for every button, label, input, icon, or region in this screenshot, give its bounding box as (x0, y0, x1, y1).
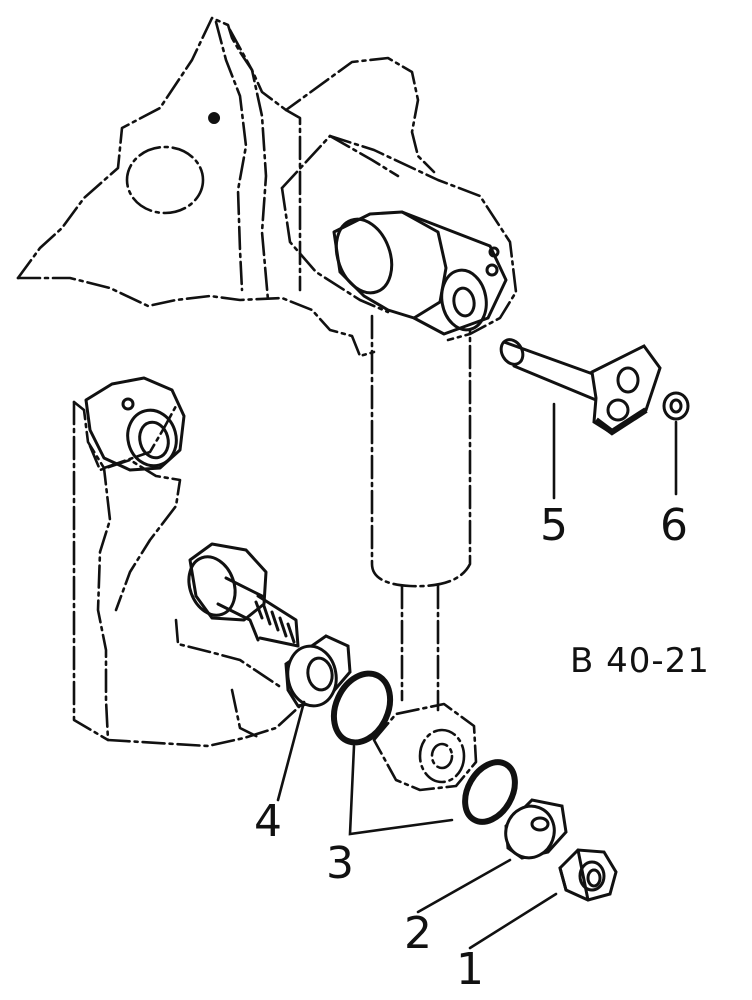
callout-6: 6 (660, 500, 688, 551)
cylinder-phantom (370, 314, 478, 792)
pin-with-plate-part-5 (499, 338, 662, 436)
o-ring-part-3-lower (462, 759, 518, 825)
callout-4: 4 (254, 796, 282, 847)
lower-bracket-phantom (72, 400, 322, 748)
threaded-stud (187, 542, 300, 648)
hex-nut-part-1 (558, 848, 618, 902)
clevis-end (332, 210, 508, 336)
leader-4 (276, 700, 306, 802)
o-ring-part-3-upper (330, 670, 394, 746)
leader-lines (276, 402, 678, 950)
callout-2: 2 (404, 908, 432, 959)
leader-1 (468, 892, 558, 950)
leader-3 (348, 744, 454, 836)
callout-5: 5 (540, 500, 568, 551)
washer-part-4 (284, 634, 352, 708)
figure-reference: B 40-21 (570, 641, 710, 681)
clip-part-6 (662, 391, 690, 421)
callout-3: 3 (326, 838, 354, 889)
leader-2 (416, 858, 512, 914)
callout-1: 1 (456, 944, 484, 995)
washer-part-2 (504, 798, 568, 860)
upper-bracket-phantom (16, 16, 518, 358)
lower-bushing (84, 376, 186, 472)
